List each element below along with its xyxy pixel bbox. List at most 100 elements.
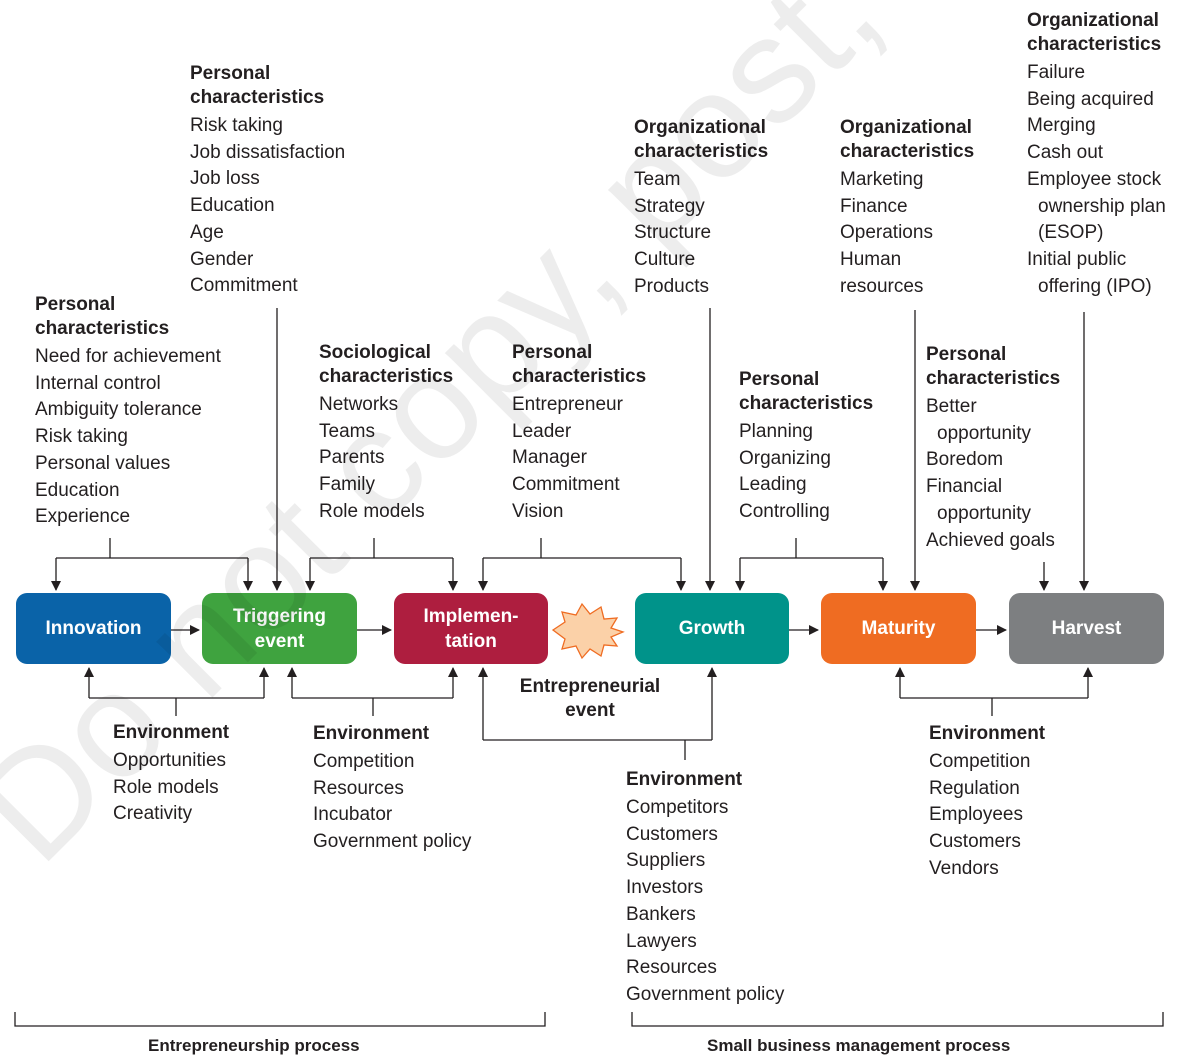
group-heading-line: Organizational bbox=[840, 117, 972, 138]
group-item: Role models bbox=[113, 776, 219, 798]
group-item: Job loss bbox=[190, 168, 260, 190]
stage-harvest: Harvest bbox=[1009, 593, 1164, 664]
group-item: Age bbox=[190, 221, 224, 243]
group-item: Manager bbox=[512, 447, 587, 469]
group-item: Strategy bbox=[634, 195, 705, 217]
group-item: Financial bbox=[926, 476, 1003, 498]
group-item: Being acquired bbox=[1027, 88, 1154, 110]
group-item: Risk taking bbox=[190, 115, 283, 136]
group-item: Creativity bbox=[113, 803, 193, 825]
stage-label-line: Implemen- bbox=[423, 605, 519, 627]
starburst-icon bbox=[551, 602, 625, 660]
entrepreneurship-process-label: Entrepreneurship process bbox=[148, 1036, 360, 1055]
stage-label: Triggering event bbox=[233, 604, 326, 654]
group-item: Opportunities bbox=[113, 750, 227, 771]
group-heading: Environment bbox=[626, 768, 784, 792]
group-item: Incubator bbox=[313, 804, 393, 826]
group-item: Government policy bbox=[626, 983, 785, 1005]
stage-label-line: Growth bbox=[678, 618, 746, 639]
stage-label-line: Triggering bbox=[233, 605, 326, 627]
group-item: Gender bbox=[190, 248, 254, 270]
stage-label-line: tation bbox=[445, 630, 497, 652]
group-item: Ambiguity tolerance bbox=[35, 399, 202, 421]
group-heading-line: Personal bbox=[512, 342, 593, 363]
group-heading-line: characteristics bbox=[319, 366, 454, 387]
group-item: Team bbox=[634, 169, 681, 190]
stage-triggering-event: Triggering event bbox=[202, 593, 357, 664]
group-item: Role models bbox=[319, 500, 425, 522]
group-item: resources bbox=[840, 275, 924, 297]
group-item: Entrepreneur bbox=[512, 394, 623, 415]
group-item: Structure bbox=[634, 222, 712, 244]
group-item: Leader bbox=[512, 420, 572, 442]
group-heading: Environment bbox=[929, 722, 1045, 746]
group-heading-line: characteristics bbox=[634, 141, 769, 162]
stage-label: Innovation bbox=[45, 616, 141, 641]
group-item: Competition bbox=[313, 751, 415, 772]
group-item: Employees bbox=[929, 804, 1023, 826]
group-heading-line: Environment bbox=[929, 723, 1046, 744]
stage-label-line: Maturity bbox=[861, 618, 936, 639]
group-heading: Environment bbox=[113, 721, 229, 745]
group-item: Operations bbox=[840, 222, 933, 244]
stage-innovation: Innovation bbox=[16, 593, 171, 664]
group-item: Planning bbox=[739, 421, 813, 442]
entrepreneurial-event-label: Entrepreneurial event bbox=[519, 676, 661, 721]
group-heading-line: Organizational bbox=[1027, 10, 1159, 31]
group-item: Vision bbox=[512, 500, 564, 522]
group-item: Finance bbox=[840, 195, 908, 217]
group-item: Education bbox=[35, 479, 120, 501]
group-item: Suppliers bbox=[626, 850, 706, 872]
group-item: Cash out bbox=[1027, 142, 1104, 164]
group-item: Controlling bbox=[739, 501, 830, 523]
group-item: Parents bbox=[319, 447, 385, 469]
group-heading-line: Environment bbox=[626, 769, 743, 790]
stage-label: Implemen-tation bbox=[423, 604, 518, 654]
stage-growth: Growth bbox=[635, 593, 789, 664]
group-item: Lawyers bbox=[626, 930, 697, 952]
group-item: Boredom bbox=[926, 449, 1004, 471]
stage-label: Growth bbox=[679, 616, 746, 641]
group-heading-line: characteristics bbox=[1027, 34, 1162, 55]
group-item: Culture bbox=[634, 249, 696, 271]
small-business-management-process-label: Small business management process bbox=[707, 1036, 1011, 1055]
stage-label-line: Harvest bbox=[1051, 618, 1122, 639]
group-heading-line: characteristics bbox=[840, 141, 975, 162]
group-heading-line: characteristics bbox=[35, 318, 170, 339]
group-item: Employee stock bbox=[1027, 168, 1162, 190]
group-item: Personal values bbox=[35, 452, 171, 474]
group-heading: Organizational characteristics bbox=[840, 116, 974, 164]
group-item: ownership plan bbox=[1038, 195, 1166, 217]
group-item: Vendors bbox=[929, 857, 999, 879]
group-heading-line: characteristics bbox=[926, 368, 1061, 389]
group-heading-line: Environment bbox=[113, 722, 230, 743]
stage-maturity: Maturity bbox=[821, 593, 976, 664]
group-item: opportunity bbox=[937, 502, 1032, 524]
group-item: Resources bbox=[626, 957, 717, 979]
group-item: Internal control bbox=[35, 372, 161, 394]
group-item: Resources bbox=[313, 777, 404, 799]
stage-label-line: event bbox=[254, 630, 305, 652]
